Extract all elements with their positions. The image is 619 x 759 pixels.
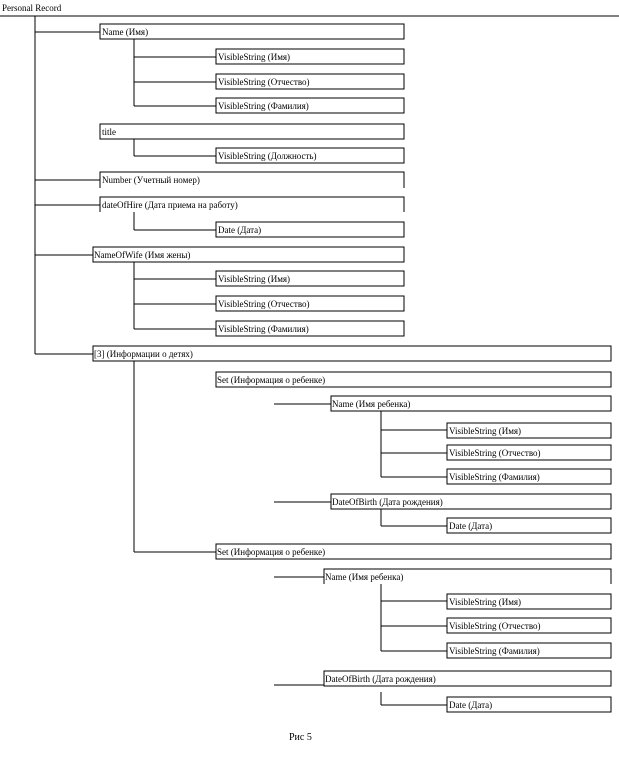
node-number: Number (Учетный номер) (99, 171, 405, 188)
node-child1-name: Name (Имя ребенка) (330, 395, 612, 412)
svg-text:title: title (102, 127, 116, 137)
svg-text:VisibleString (Фамилия): VisibleString (Фамилия) (449, 472, 540, 482)
root-title: Personal Record (2, 3, 62, 13)
svg-text:[3] (Информации о детях): [3] (Информации о детях) (94, 349, 193, 359)
node-child2-name: Name (Имя ребенка) (323, 568, 612, 584)
svg-text:NameOfWife (Имя жены): NameOfWife (Имя жены) (94, 250, 190, 260)
svg-text:Name (Имя ребенка): Name (Имя ребенка) (332, 399, 410, 409)
node-title-value: VisibleString (Должность) (215, 147, 405, 164)
svg-text:VisibleString (Отчество): VisibleString (Отчество) (218, 77, 310, 87)
node-child1-set: Set (Информация о ребенке) (215, 371, 612, 388)
node-child1-surname: VisibleString (Фамилия) (446, 468, 612, 485)
node-title: title (99, 123, 405, 140)
svg-text:VisibleString (Имя): VisibleString (Имя) (218, 274, 290, 284)
node-date-of-hire: dateOfHire (Дата приема на работу) (99, 196, 405, 212)
node-name-surname: VisibleString (Фамилия) (215, 97, 405, 114)
node-date-of-hire-value: Date (Дата) (215, 221, 405, 238)
svg-text:DateOfBirth (Дата рождения): DateOfBirth (Дата рождения) (325, 674, 436, 684)
node-child2-patronymic: VisibleString (Отчество) (446, 617, 612, 634)
svg-text:Name (Имя ребенка): Name (Имя ребенка) (325, 572, 403, 582)
connectors (34, 16, 447, 706)
node-wife-patronymic: VisibleString (Отчество) (215, 295, 405, 312)
node-name: Name (Имя) (99, 23, 405, 40)
svg-text:Number (Учетный номер): Number (Учетный номер) (102, 175, 200, 185)
svg-text:VisibleString (Отчество): VisibleString (Отчество) (449, 621, 541, 631)
node-child1-given: VisibleString (Имя) (446, 422, 612, 439)
svg-text:Set (Информация о ребенке): Set (Информация о ребенке) (217, 547, 325, 557)
node-child2-given: VisibleString (Имя) (446, 593, 612, 610)
node-child1-dob-value: Date (Дата) (446, 517, 612, 534)
node-child1-patronymic: VisibleString (Отчество) (446, 444, 612, 461)
svg-text:VisibleString (Фамилия): VisibleString (Фамилия) (218, 101, 309, 111)
node-children: [3] (Информации о детях) (92, 345, 612, 362)
svg-text:Date (Дата): Date (Дата) (218, 225, 261, 235)
node-wife-given: VisibleString (Имя) (215, 270, 405, 287)
svg-text:Date (Дата): Date (Дата) (449, 700, 492, 710)
svg-text:VisibleString (Отчество): VisibleString (Отчество) (218, 299, 310, 309)
figure-caption: Рис 5 (289, 732, 312, 743)
node-name-of-wife: NameOfWife (Имя жены) (92, 246, 405, 263)
svg-text:VisibleString (Имя): VisibleString (Имя) (449, 426, 521, 436)
node-child2-dob: DateOfBirth (Дата рождения) (323, 670, 612, 687)
svg-text:VisibleString (Имя): VisibleString (Имя) (449, 597, 521, 607)
node-wife-surname: VisibleString (Фамилия) (215, 320, 405, 337)
svg-text:DateOfBirth (Дата рождения): DateOfBirth (Дата рождения) (332, 497, 443, 507)
svg-text:VisibleString (Имя): VisibleString (Имя) (218, 52, 290, 62)
node-child2-surname: VisibleString (Фамилия) (446, 642, 612, 659)
node-name-patronymic: VisibleString (Отчество) (215, 73, 405, 90)
svg-text:Set (Информация о ребенке): Set (Информация о ребенке) (217, 375, 325, 385)
svg-text:VisibleString (Должность): VisibleString (Должность) (218, 151, 317, 161)
node-child1-dob: DateOfBirth (Дата рождения) (330, 493, 612, 510)
svg-text:VisibleString (Фамилия): VisibleString (Фамилия) (449, 646, 540, 656)
svg-text:VisibleString (Фамилия): VisibleString (Фамилия) (218, 324, 309, 334)
node-child2-dob-value: Date (Дата) (446, 696, 612, 713)
svg-text:Name (Имя): Name (Имя) (102, 27, 148, 37)
svg-text:VisibleString (Отчество): VisibleString (Отчество) (449, 448, 541, 458)
node-child2-set: Set (Информация о ребенке) (215, 543, 612, 560)
node-name-given: VisibleString (Имя) (215, 48, 405, 65)
svg-text:Date (Дата): Date (Дата) (449, 521, 492, 531)
svg-text:dateOfHire (Дата приема на раб: dateOfHire (Дата приема на работу) (102, 200, 238, 210)
